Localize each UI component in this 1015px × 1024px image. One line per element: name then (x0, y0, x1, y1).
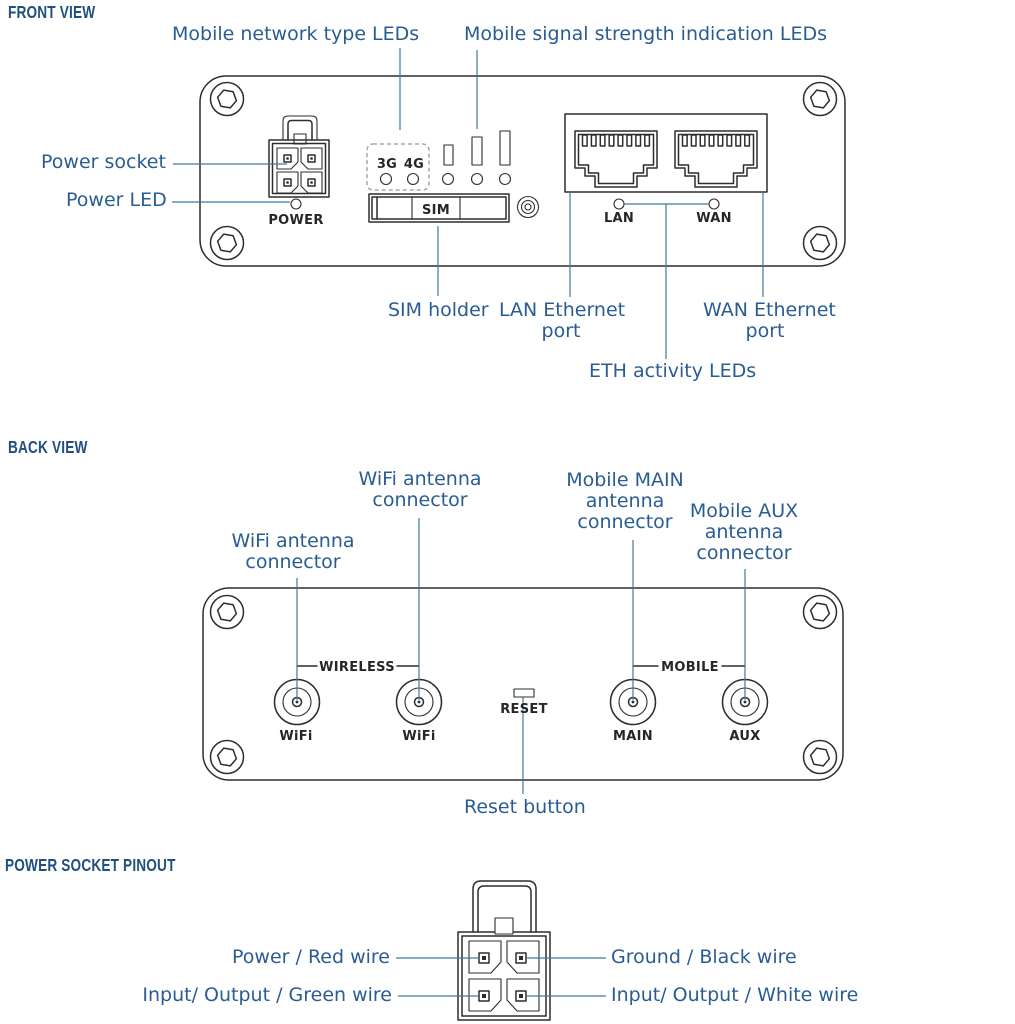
callout-mobile-aux-antenna: Mobile AUX antenna connector (682, 501, 806, 564)
callout-wan-ethernet-port: WAN Ethernet port (703, 299, 836, 342)
label-line: port (541, 320, 581, 342)
power-led-indicator (290, 198, 302, 210)
screw-icon (209, 594, 245, 630)
callout-power-socket: Power socket (41, 151, 166, 173)
screw-icon (209, 81, 245, 117)
pinout-connector-drawing (457, 880, 551, 1021)
lan-port-jack (574, 130, 658, 188)
power-socket-connector (268, 115, 330, 198)
callout-pin-io-white: Input/ Output / White wire (611, 984, 859, 1006)
wifi-left-label: WiFi (279, 729, 312, 744)
callout-power-led: Power LED (66, 189, 167, 211)
wireless-group-label: WIRELESS (319, 660, 395, 675)
screw-icon (802, 739, 838, 775)
leader-lines-back (296, 518, 746, 794)
network-type-led-block (366, 143, 430, 191)
reset-button-drawing (513, 688, 535, 698)
led-4g-label: 4G (404, 157, 424, 172)
callout-reset-button: Reset button (464, 796, 586, 818)
power-led-label: POWER (268, 213, 323, 228)
label-line: Mobile AUX (689, 500, 799, 522)
wan-led-label: WAN (696, 211, 732, 226)
leader-lines-front (172, 48, 764, 359)
label-line: port (745, 320, 785, 342)
label-line: antenna (704, 521, 784, 543)
sim-holder-tray (368, 193, 510, 223)
sim-eject-button (516, 195, 540, 219)
screw-icon (802, 81, 838, 117)
lan-activity-led (613, 198, 625, 210)
pinout-heading: POWER SOCKET PINOUT (5, 855, 176, 875)
callout-pin-ground-black: Ground / Black wire (611, 946, 797, 968)
callout-mobile-main-antenna: Mobile MAIN antenna connector (563, 470, 687, 533)
callout-wifi-antenna-right: WiFi antenna connector (358, 469, 482, 511)
label-line: Mobile MAIN (566, 469, 684, 491)
callout-mobile-signal-leds: Mobile signal strength indication LEDs (464, 23, 827, 45)
label-line: antenna (585, 490, 665, 512)
reset-label: RESET (500, 702, 548, 717)
callout-pin-power-red: Power / Red wire (232, 946, 390, 968)
main-label: MAIN (613, 729, 653, 744)
screw-icon (802, 594, 838, 630)
label-line: connector (696, 542, 792, 564)
signal-strength-leds (441, 130, 512, 186)
label-line: LAN Ethernet (499, 299, 626, 321)
wifi-right-label: WiFi (402, 729, 435, 744)
label-line: WAN Ethernet (703, 299, 836, 321)
label-line: connector (577, 511, 673, 533)
leader-lines-pinout (396, 957, 606, 997)
label-line: connector (372, 489, 468, 511)
front-panel-outline (199, 75, 846, 267)
front-view-heading: FRONT VIEW (8, 2, 96, 22)
screw-icon (802, 225, 838, 261)
screw-icon (209, 739, 245, 775)
callout-lan-ethernet-port: LAN Ethernet port (499, 299, 626, 342)
wan-activity-led (708, 198, 720, 210)
sim-tray-label: SIM (422, 203, 450, 218)
mobile-group-label: MOBILE (661, 660, 719, 675)
label-line: WiFi antenna (358, 468, 482, 490)
label-line: connector (245, 551, 341, 573)
callout-sim-holder: SIM holder (388, 299, 489, 321)
callout-mobile-network-leds: Mobile network type LEDs (172, 23, 420, 45)
label-line: WiFi antenna (231, 530, 355, 552)
callout-wifi-antenna-left: WiFi antenna connector (231, 531, 355, 573)
wan-port-jack (674, 130, 758, 188)
callout-pin-io-green: Input/ Output / Green wire (142, 984, 392, 1006)
ethernet-ports-block (564, 113, 768, 210)
lan-led-label: LAN (604, 211, 634, 226)
screw-icon (209, 225, 245, 261)
callout-eth-activity-leds: ETH activity LEDs (589, 360, 757, 382)
back-view-heading: BACK VIEW (8, 437, 88, 457)
aux-label: AUX (729, 729, 760, 744)
led-3g-label: 3G (377, 157, 397, 172)
